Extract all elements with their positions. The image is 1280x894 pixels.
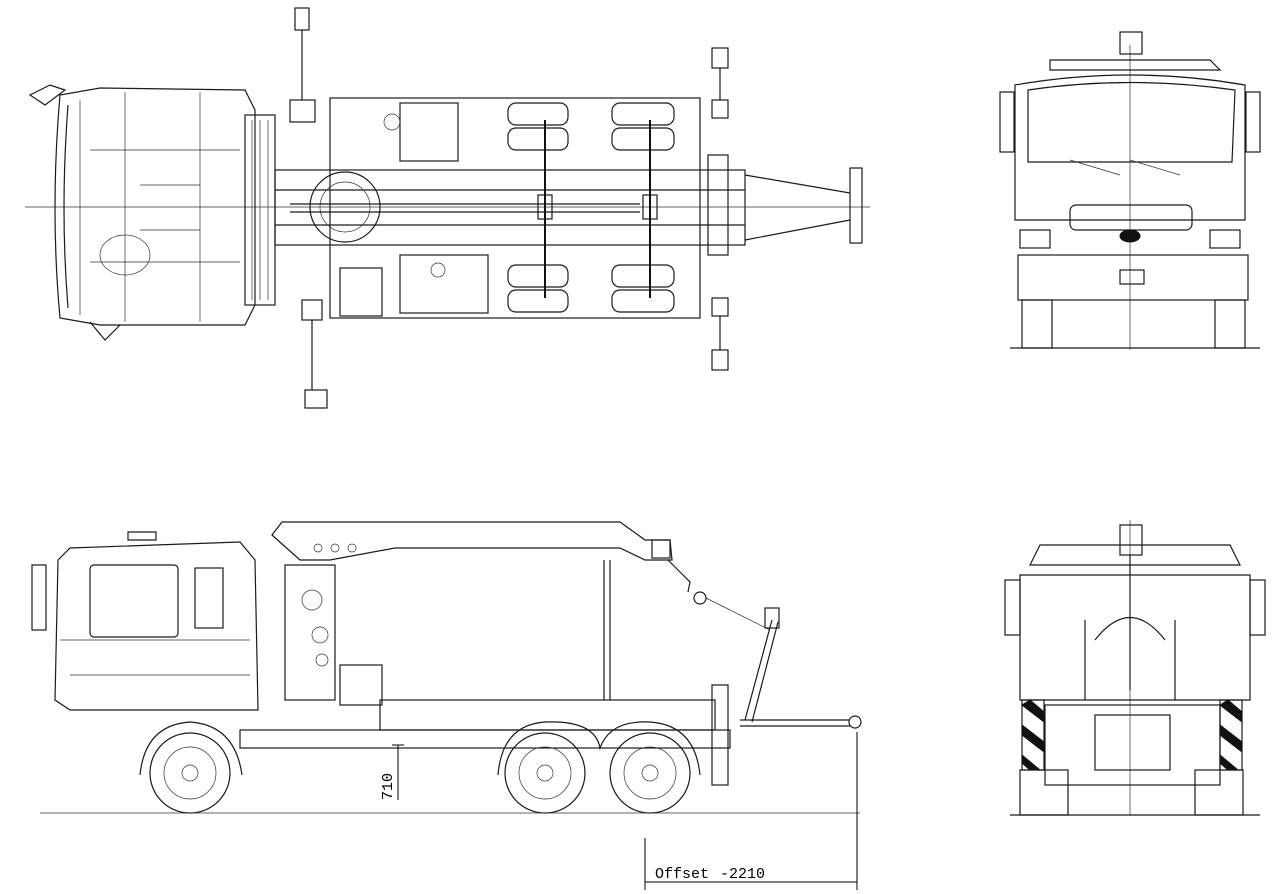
height-dimension: 710: [380, 744, 404, 800]
offset-dimension-label: Offset: [655, 866, 709, 883]
hazard-stripes: [1021, 699, 1243, 771]
front-wheel: [149, 732, 231, 814]
side-view: 710 Offset -2210: [31, 521, 862, 890]
top-wheels: [507, 102, 675, 313]
rear-view: [1004, 520, 1266, 816]
front-view: [999, 31, 1261, 350]
offset-dimension: Offset -2210: [644, 732, 858, 890]
top-view: [25, 7, 870, 409]
rear-wheels: [504, 732, 691, 814]
offset-dimension-value: -2210: [720, 866, 765, 883]
height-dimension-value: 710: [380, 773, 397, 800]
